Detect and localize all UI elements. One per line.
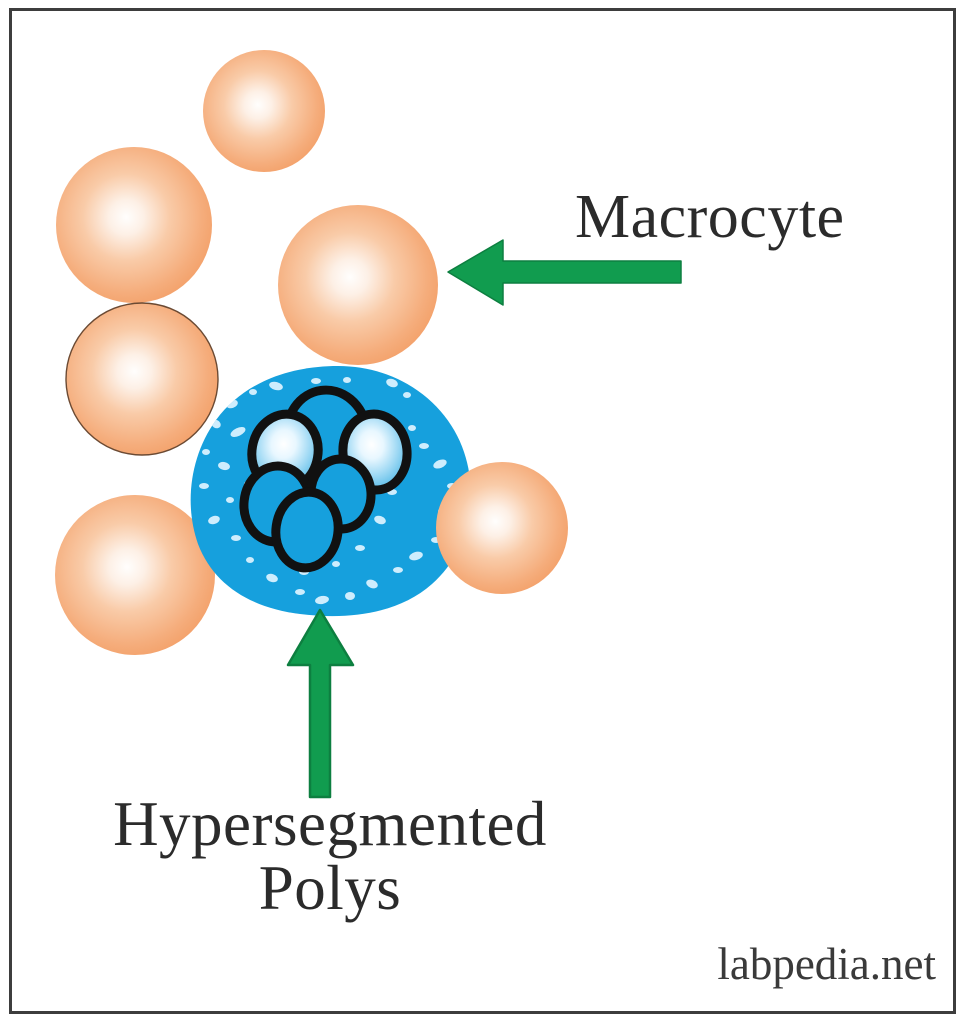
rbc-right: [436, 462, 568, 594]
nucleus-lobe-group: [239, 385, 412, 573]
hypersegmented-neutrophil: [190, 366, 471, 617]
rbc-top: [203, 50, 325, 172]
hypersegmented-polys-label-line1: Hypersegmented: [113, 789, 547, 859]
arrow-to-hypersegmented-polys: [286, 608, 355, 799]
arrow-to-macrocyte: [447, 239, 682, 306]
rbc-center: [278, 205, 438, 365]
lobe-lower: [271, 487, 343, 573]
red-blood-cell-group: [55, 50, 438, 655]
labpedia-watermark: labpedia.net: [717, 939, 936, 989]
macrocyte-label: Macrocyte: [575, 183, 845, 251]
rbc-upper-left: [56, 147, 212, 303]
rbc-lower-left: [55, 495, 215, 655]
hypersegmented-polys-label-line2: Polys: [258, 853, 402, 924]
arrow-group: [286, 239, 682, 799]
rbc-mid-left: [65, 302, 219, 456]
